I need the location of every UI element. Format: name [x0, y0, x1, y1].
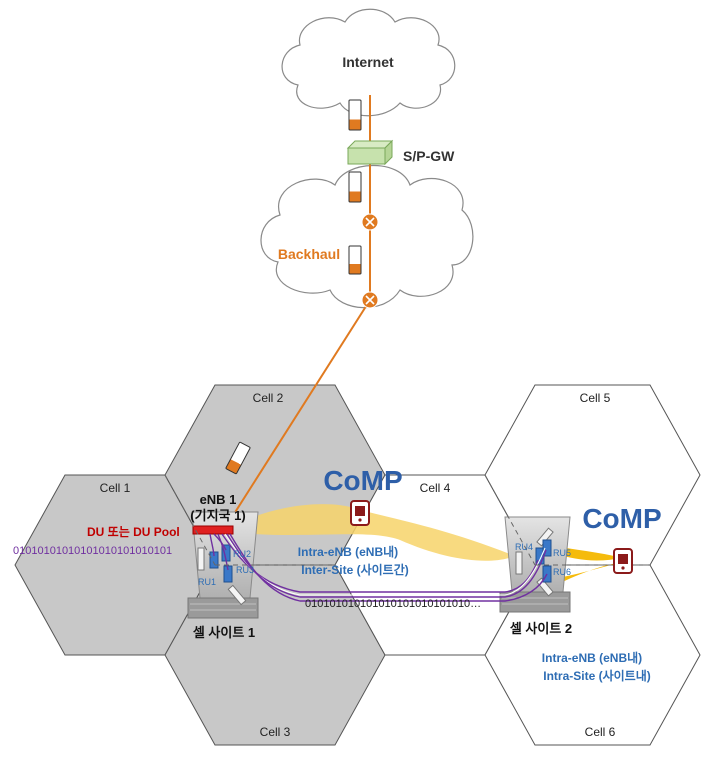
comp-beam-inter-site: [232, 504, 515, 561]
enb-label-line1: eNB 1: [200, 492, 237, 507]
backhaul-label: Backhaul: [278, 246, 340, 262]
packet-icon: [348, 99, 362, 131]
packet-icon: [348, 245, 362, 275]
site1-label: 셀 사이트 1: [193, 625, 255, 640]
antenna-icon: [197, 547, 247, 606]
packet-icon: [225, 441, 251, 475]
cloud-icon: [281, 8, 456, 117]
gateway-icon: [346, 139, 394, 166]
backhaul-link: [226, 95, 371, 526]
cell-label-1: Cell 1: [100, 481, 131, 495]
intra-site-line1: Intra-eNB (eNB내): [542, 650, 642, 665]
bitstream-left: 01010101010101010101010101: [13, 545, 172, 557]
ru5-label: RU5: [553, 548, 571, 558]
ru4-label: RU4: [515, 542, 533, 552]
bitstream-bottom: 010101010101010101010101010…: [305, 598, 481, 610]
comp-label-right: CoMP: [582, 503, 661, 534]
internet-label: Internet: [342, 54, 394, 70]
ru3-label: RU3: [236, 565, 254, 575]
cell-label-6: Cell 6: [585, 725, 616, 739]
ru2-label: RU2: [233, 549, 251, 559]
ru-unit-5: [542, 539, 552, 557]
fronthaul-links: [209, 533, 548, 602]
du-pool-icon: [192, 525, 234, 535]
inter-site-line1: Intra-eNB (eNB내): [298, 544, 398, 559]
ru1-label: RU1: [198, 577, 216, 587]
phone-icon: [350, 500, 370, 526]
router-icon: [361, 291, 379, 309]
cell-label-4: Cell 4: [420, 481, 451, 495]
packet-icon: [348, 171, 362, 203]
cell-boundary-dashed: [164, 474, 650, 566]
gateway-label: S/P-GW: [403, 148, 455, 164]
cell-label-5: Cell 5: [580, 391, 611, 405]
intra-site-line2: Intra-Site (사이트내): [543, 668, 651, 683]
cell-label-2: Cell 2: [253, 391, 284, 405]
site2-label: 셀 사이트 2: [510, 621, 572, 636]
phone-icon: [613, 548, 633, 574]
inter-site-line2: Inter-Site (사이트간): [301, 562, 409, 577]
router-icon: [361, 213, 379, 231]
comp-label-center: CoMP: [323, 465, 402, 496]
enb-label-line2: (기지국 1): [190, 508, 245, 523]
ru6-label: RU6: [553, 567, 571, 577]
ru-unit-3: [223, 565, 233, 583]
du-pool-label: DU 또는 DU Pool: [87, 525, 180, 539]
cell-label-3: Cell 3: [260, 725, 291, 739]
cloud-icon: [260, 164, 474, 309]
